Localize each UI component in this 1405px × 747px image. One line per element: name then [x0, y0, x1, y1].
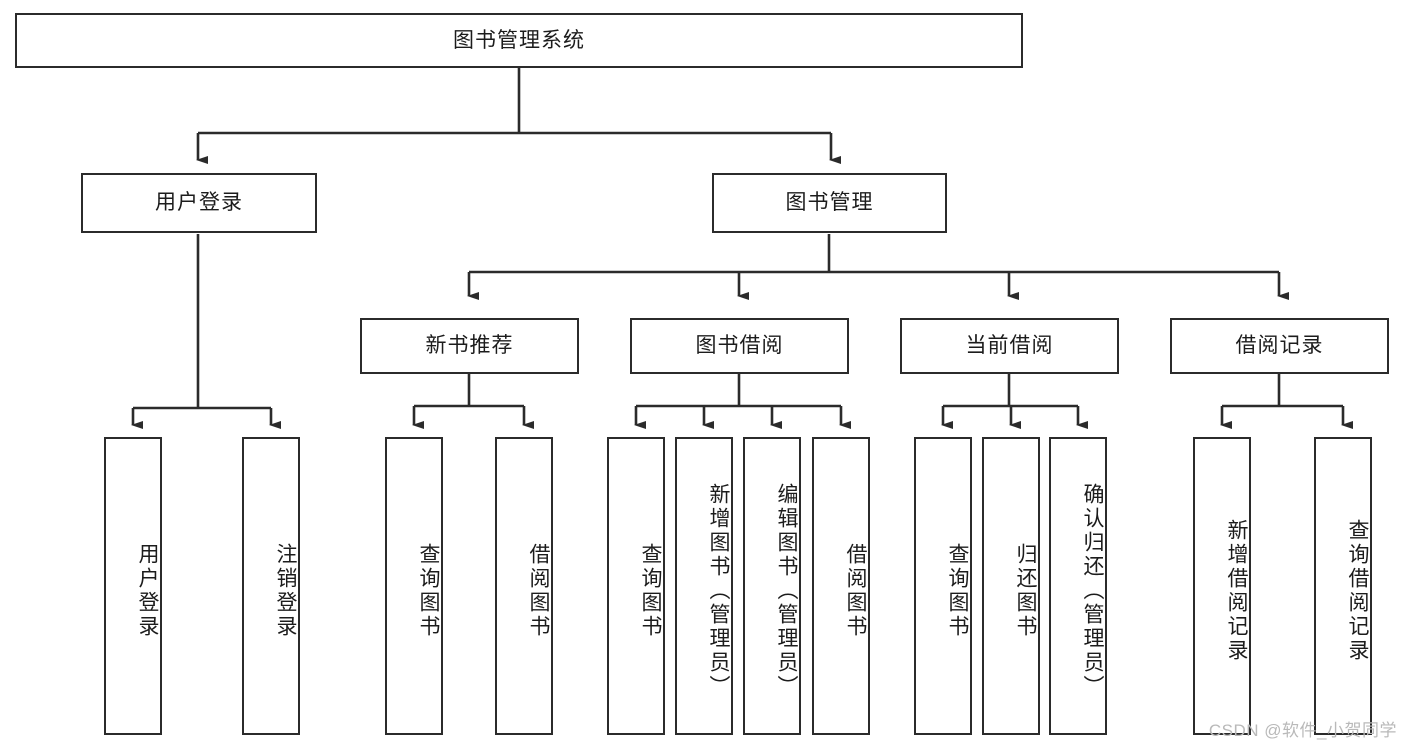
leaf-edit-book[interactable]: 编辑图书（管理员） — [743, 437, 801, 735]
leaf-add-book-label: 新增图书（管理员） — [707, 483, 730, 699]
node-borrow-record-label: 借阅记录 — [1235, 334, 1324, 358]
leaf-add-borrow-record[interactable]: 新增借阅记录 — [1193, 437, 1251, 735]
node-root-label: 图书管理系统 — [453, 28, 585, 52]
leaf-borrow-book-1[interactable]: 借阅图书 — [495, 437, 553, 735]
leaf-borrow-book-2-label: 借阅图书 — [844, 543, 867, 639]
leaf-confirm-return[interactable]: 确认归还（管理员） — [1049, 437, 1107, 735]
node-borrow-record[interactable]: 借阅记录 — [1170, 318, 1389, 374]
node-book-manage-label: 图书管理 — [785, 191, 874, 215]
leaf-add-borrow-record-label: 新增借阅记录 — [1225, 519, 1248, 663]
node-new-book-recommend-label: 新书推荐 — [425, 334, 514, 358]
leaf-query-book-1-label: 查询图书 — [417, 543, 440, 639]
node-current-borrow[interactable]: 当前借阅 — [900, 318, 1119, 374]
leaf-query-book-1[interactable]: 查询图书 — [385, 437, 443, 735]
node-root[interactable]: 图书管理系统 — [15, 13, 1023, 68]
leaf-return-book[interactable]: 归还图书 — [982, 437, 1040, 735]
csdn-watermark: CSDN @软件_小贺同学 — [1208, 721, 1397, 740]
node-user-login[interactable]: 用户登录 — [81, 173, 317, 233]
leaf-user-login[interactable]: 用户登录 — [104, 437, 162, 735]
leaf-confirm-return-label: 确认归还（管理员） — [1081, 483, 1104, 699]
leaf-query-book-2[interactable]: 查询图书 — [607, 437, 665, 735]
leaf-query-book-3-label: 查询图书 — [946, 543, 969, 639]
leaf-user-login-label: 用户登录 — [136, 543, 159, 639]
leaf-query-borrow-record[interactable]: 查询借阅记录 — [1314, 437, 1372, 735]
leaf-query-book-3[interactable]: 查询图书 — [914, 437, 972, 735]
node-book-borrow[interactable]: 图书借阅 — [630, 318, 849, 374]
leaf-edit-book-label: 编辑图书（管理员） — [775, 483, 798, 699]
node-book-manage[interactable]: 图书管理 — [712, 173, 947, 233]
leaf-logout-login-label: 注销登录 — [274, 543, 297, 639]
leaf-return-book-label: 归还图书 — [1014, 543, 1037, 639]
node-current-borrow-label: 当前借阅 — [965, 334, 1054, 358]
node-book-borrow-label: 图书借阅 — [695, 334, 784, 358]
leaf-borrow-book-1-label: 借阅图书 — [527, 543, 550, 639]
node-new-book-recommend[interactable]: 新书推荐 — [360, 318, 579, 374]
leaf-query-book-2-label: 查询图书 — [639, 543, 662, 639]
leaf-query-borrow-record-label: 查询借阅记录 — [1346, 519, 1369, 663]
leaf-logout-login[interactable]: 注销登录 — [242, 437, 300, 735]
node-user-login-label: 用户登录 — [155, 191, 243, 215]
leaf-add-book[interactable]: 新增图书（管理员） — [675, 437, 733, 735]
leaf-borrow-book-2[interactable]: 借阅图书 — [812, 437, 870, 735]
